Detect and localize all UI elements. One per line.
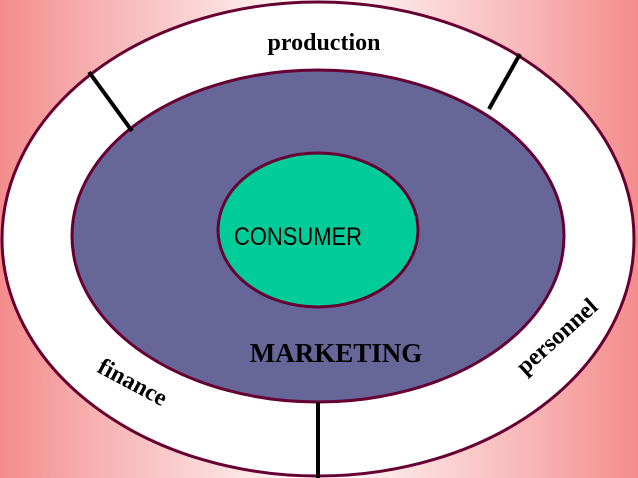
divider-top-left [87,70,134,133]
production-label: production [268,30,381,56]
marketing-label: MARKETING [250,338,423,368]
divider-top-right [487,53,522,110]
consumer-circle [216,151,420,309]
consumer-label: CONSUMER [234,223,362,251]
